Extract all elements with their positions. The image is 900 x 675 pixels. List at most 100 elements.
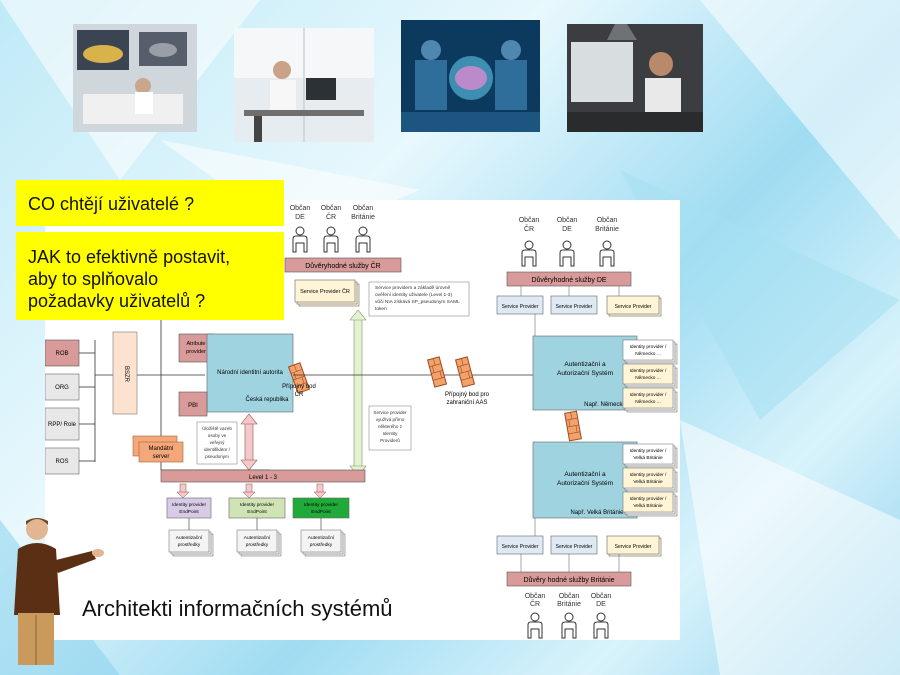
svg-text:Autorizační Systém: Autorizační Systém [557, 370, 613, 377]
cz-vertical-channel [353, 317, 363, 469]
svg-text:BSZR: BSZR [123, 366, 129, 383]
cz-mandate-server [138, 441, 184, 463]
svg-text:Identity provider: Identity provider [172, 502, 207, 508]
svg-text:využívá přímo: využívá přímo [376, 417, 405, 422]
cz-citizen-3: Občan Británie [351, 205, 375, 253]
svg-text:Občan: Občan [557, 217, 578, 224]
svg-text:Autentizační a: Autentizační a [564, 361, 606, 368]
svg-text:Service Provider: Service Provider [502, 304, 539, 310]
svg-text:Německo ...: Německo ... [635, 399, 661, 405]
svg-text:Autorizační Systém: Autorizační Systém [557, 480, 613, 487]
uk-identity-providers: Identity provider / Velká Británie Ident… [622, 443, 678, 517]
svg-text:RPP/ Role: RPP/ Role [48, 422, 77, 428]
svg-text:ORG: ORG [55, 385, 69, 391]
svg-text:EndPoint: EndPoint [311, 509, 331, 515]
svg-text:veřejný: veřejný [210, 440, 226, 445]
cz-sp-direct-note [368, 405, 412, 451]
presenter-figure [14, 518, 104, 665]
svg-text:PBI: PBI [188, 403, 198, 409]
cz-idp-3 [292, 497, 350, 519]
svg-text:ROB: ROB [55, 351, 68, 357]
svg-text:DE: DE [562, 226, 572, 233]
svg-text:Občan: Občan [290, 205, 311, 212]
svg-text:Británie: Británie [557, 601, 581, 608]
cz-national-identity-authority [206, 333, 294, 413]
architecture-diagram: Občan DE Občan ČR Občan Británie Důvěryh… [44, 200, 680, 640]
svg-text:Service Provider ČR: Service Provider ČR [300, 288, 350, 295]
svg-text:Národní identitní autorita: Národní identitní autorita [217, 370, 283, 376]
svg-text:Providerů: Providerů [380, 437, 400, 443]
svg-text:Identity provider /: Identity provider / [630, 344, 667, 350]
cz-citizen-1: Občan DE [290, 205, 311, 253]
svg-text:ČR: ČR [530, 599, 540, 608]
svg-text:Service Provider: Service Provider [615, 304, 652, 310]
svg-text:Německo ...: Německo ... [635, 375, 661, 381]
uk-citizens: Občan ČR Občan Británie Občan DE [525, 593, 612, 639]
cz-trust-services [284, 257, 402, 273]
svg-text:prostředky: prostředky [178, 542, 201, 548]
svg-text:Identity provider /: Identity provider / [630, 496, 667, 502]
svg-text:Service Provider: Service Provider [502, 544, 539, 550]
svg-text:ČR: ČR [295, 391, 304, 398]
svg-text:ČR: ČR [326, 212, 336, 221]
svg-text:Důvěry hodné služby Británie: Důvěry hodné služby Británie [523, 576, 614, 584]
photo-office-man [234, 28, 374, 142]
svg-text:EndPoint: EndPoint [247, 509, 267, 515]
svg-text:Service Provider: Service Provider [556, 544, 593, 550]
uk-auth-system [532, 441, 638, 519]
svg-text:Velká Británie: Velká Británie [633, 503, 663, 509]
de-identity-providers: Identity provider / Německo ... Identity… [622, 339, 678, 413]
photo-surgery [401, 20, 540, 132]
svg-text:Identity provider /: Identity provider / [630, 368, 667, 374]
svg-text:osoby ve: osoby ve [208, 433, 227, 438]
svg-text:Autentizační: Autentizační [244, 535, 271, 541]
uk-service-providers: Service Provider Service Provider Servic… [496, 535, 662, 557]
svg-text:Důvěryhodné služby ČR: Důvěryhodné služby ČR [305, 261, 380, 270]
svg-text:zahraniční AAS: zahraniční AAS [446, 400, 487, 406]
svg-text:Mandátní: Mandátní [148, 446, 173, 452]
svg-text:identifikátor /: identifikátor / [204, 447, 231, 452]
svg-text:Velká Británie: Velká Británie [633, 455, 663, 461]
cz-sp-note [368, 281, 470, 317]
svg-text:Británie: Británie [351, 214, 375, 221]
svg-text:Velká Británie: Velká Británie [633, 479, 663, 485]
cz-idp-1 [166, 497, 212, 519]
question-how-to-build: JAK to efektivně postavit, aby to splňov… [16, 232, 284, 320]
de-service-providers: Service Provider Service Provider Servic… [496, 295, 662, 317]
svg-text:některého z: některého z [378, 424, 403, 429]
cz-pbi [178, 391, 208, 417]
svg-text:Např. Velká Británie: Např. Velká Británie [570, 510, 624, 516]
photo-car-design [73, 24, 197, 132]
svg-text:DE: DE [596, 601, 606, 608]
svg-text:Česká republika: Česká republika [245, 396, 289, 403]
cz-citizens: Občan DE Občan ČR Občan Británie [290, 205, 375, 253]
cz-base-registers: ROB ORG RPP/ Role ROS [44, 339, 80, 475]
svg-text:Úložiště vazeb: Úložiště vazeb [202, 425, 232, 431]
svg-text:Service provider: Service provider [373, 410, 407, 415]
foreign-connect-point-firewalls [427, 356, 475, 388]
svg-text:Přípojný bod: Přípojný bod [282, 384, 316, 390]
svg-text:Německo ...: Německo ... [635, 351, 661, 357]
cz-citizen-2: Občan ČR [321, 205, 341, 253]
cz-idp-2 [228, 497, 286, 519]
svg-text:vůči NIA získává SP_pseudonym: vůči NIA získává SP_pseudonym SAML [375, 298, 460, 305]
svg-text:Service Provider: Service Provider [615, 544, 652, 550]
svg-text:Autentizační: Autentizační [176, 535, 203, 541]
svg-text:Identity provider /: Identity provider / [630, 392, 667, 398]
svg-text:Občan: Občan [591, 593, 612, 600]
cz-auth-means: Autentizační prostředky Autentizační pro… [168, 529, 346, 557]
svg-text:ČR: ČR [524, 224, 534, 233]
svg-text:token: token [375, 306, 387, 312]
svg-text:Přípojný bod pro: Přípojný bod pro [445, 392, 490, 398]
cz-bszr [112, 331, 138, 415]
cz-pbi-note [196, 421, 238, 465]
svg-text:ROS: ROS [55, 459, 68, 465]
cz-levels-bar [160, 469, 366, 483]
svg-text:pseudonym: pseudonym [205, 454, 229, 459]
svg-text:Např. Německo: Např. Německo [584, 402, 626, 408]
svg-text:Británie: Británie [595, 226, 619, 233]
svg-text:Identity provider /: Identity provider / [630, 448, 667, 454]
svg-text:Identity provider: Identity provider [304, 502, 339, 508]
de-uk-connection-firewall [564, 410, 582, 442]
svg-text:Důvěryhodné služby DE: Důvěryhodné služby DE [531, 276, 606, 284]
